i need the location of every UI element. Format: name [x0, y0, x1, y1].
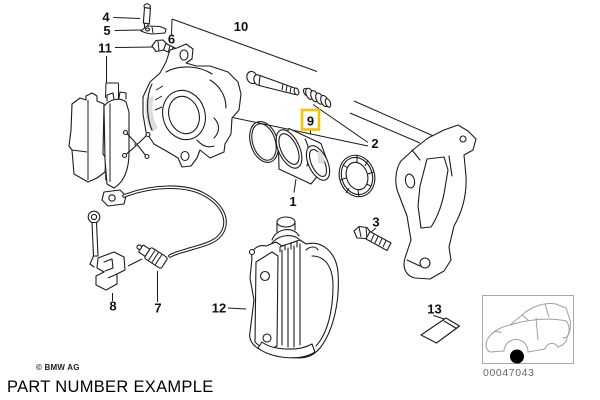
callout-11[interactable]: 11 — [98, 41, 112, 56]
diagram-number: 00047043 — [483, 367, 535, 379]
callout-4[interactable]: 4 — [102, 10, 110, 25]
callout-7[interactable]: 7 — [154, 301, 161, 316]
pad-spring-clip-drawing — [121, 129, 151, 160]
guide-bolt-drawing — [246, 70, 300, 96]
callout-10[interactable]: 10 — [234, 19, 248, 34]
bmw-copyright: © BMW AG — [36, 363, 80, 372]
caliper-carrier-drawing — [395, 124, 477, 280]
car-outline-graphic — [485, 303, 571, 353]
piston-drawing — [275, 127, 331, 185]
callout-8[interactable]: 8 — [109, 299, 116, 314]
dust-boot-drawing — [338, 154, 376, 198]
highlight-box — [300, 108, 321, 131]
mounting-bolt-drawing — [353, 225, 392, 252]
callout-13[interactable]: 13 — [427, 302, 441, 317]
callout-3[interactable]: 3 — [372, 215, 379, 230]
location-dot — [510, 349, 524, 364]
callout-2[interactable]: 2 — [371, 136, 378, 151]
car-location-thumbnail[interactable]: 00047043 — [482, 295, 574, 380]
assembled-caliper-drawing — [248, 216, 339, 359]
callout-9: 9 — [307, 114, 314, 129]
retaining-pin-drawing — [142, 3, 151, 30]
caliper-housing-drawing — [142, 43, 242, 168]
callout-5[interactable]: 5 — [103, 23, 110, 38]
bleeder-cap-drawing — [302, 87, 332, 108]
callout-6[interactable]: 6 — [168, 32, 175, 47]
callout-12[interactable]: 12 — [212, 301, 226, 316]
page-caption: PART NUMBER EXAMPLE — [7, 378, 214, 396]
brake-pads-drawing — [68, 91, 130, 189]
callout-1[interactable]: 1 — [289, 194, 296, 209]
callout-9-highlighted[interactable]: 9 — [300, 108, 321, 131]
callout-labels: 1 2 3 4 5 6 7 8 10 11 12 13 9 — [98, 10, 442, 317]
wear-sensor-wire-drawing — [101, 185, 227, 269]
info-sticker-drawing — [420, 317, 461, 344]
sensor-clip-drawing — [87, 210, 126, 291]
retaining-bracket-drawing — [140, 25, 167, 35]
